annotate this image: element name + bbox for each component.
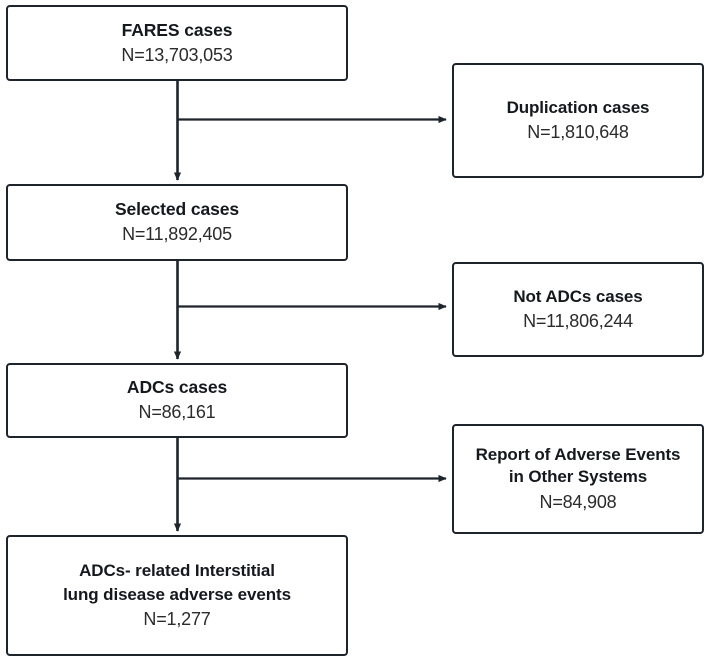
node-count: N=86,161 bbox=[138, 402, 216, 423]
node-report-other-systems: Report of Adverse Events in Other System… bbox=[452, 424, 704, 534]
node-count: N=11,806,244 bbox=[523, 311, 633, 332]
node-not-adcs-cases: Not ADCs cases N=11,806,244 bbox=[452, 262, 704, 357]
node-duplication-cases: Duplication cases N=1,810,648 bbox=[452, 63, 704, 178]
node-title: Not ADCs cases bbox=[513, 286, 643, 306]
node-title: Duplication cases bbox=[506, 97, 650, 117]
node-count: N=84,908 bbox=[539, 491, 617, 512]
node-adcs-cases: ADCs cases N=86,161 bbox=[6, 363, 348, 438]
node-adcs-ild-cases: ADCs- related Interstitial lung disease … bbox=[6, 535, 348, 656]
node-title: Selected cases bbox=[114, 199, 240, 220]
node-count: N=11,892,405 bbox=[122, 224, 232, 245]
node-count: N=1,810,648 bbox=[527, 122, 629, 143]
node-title: FARES cases bbox=[121, 19, 233, 40]
node-selected-cases: Selected cases N=11,892,405 bbox=[6, 184, 348, 261]
node-count: N=1,277 bbox=[143, 609, 211, 630]
node-fares-cases: FARES cases N=13,703,053 bbox=[6, 5, 348, 81]
node-count: N=13,703,053 bbox=[121, 44, 233, 65]
node-title: ADCs- related Interstitial lung disease … bbox=[63, 561, 291, 604]
node-title: ADCs cases bbox=[126, 377, 228, 398]
node-title: Report of Adverse Events in Other System… bbox=[475, 444, 681, 487]
